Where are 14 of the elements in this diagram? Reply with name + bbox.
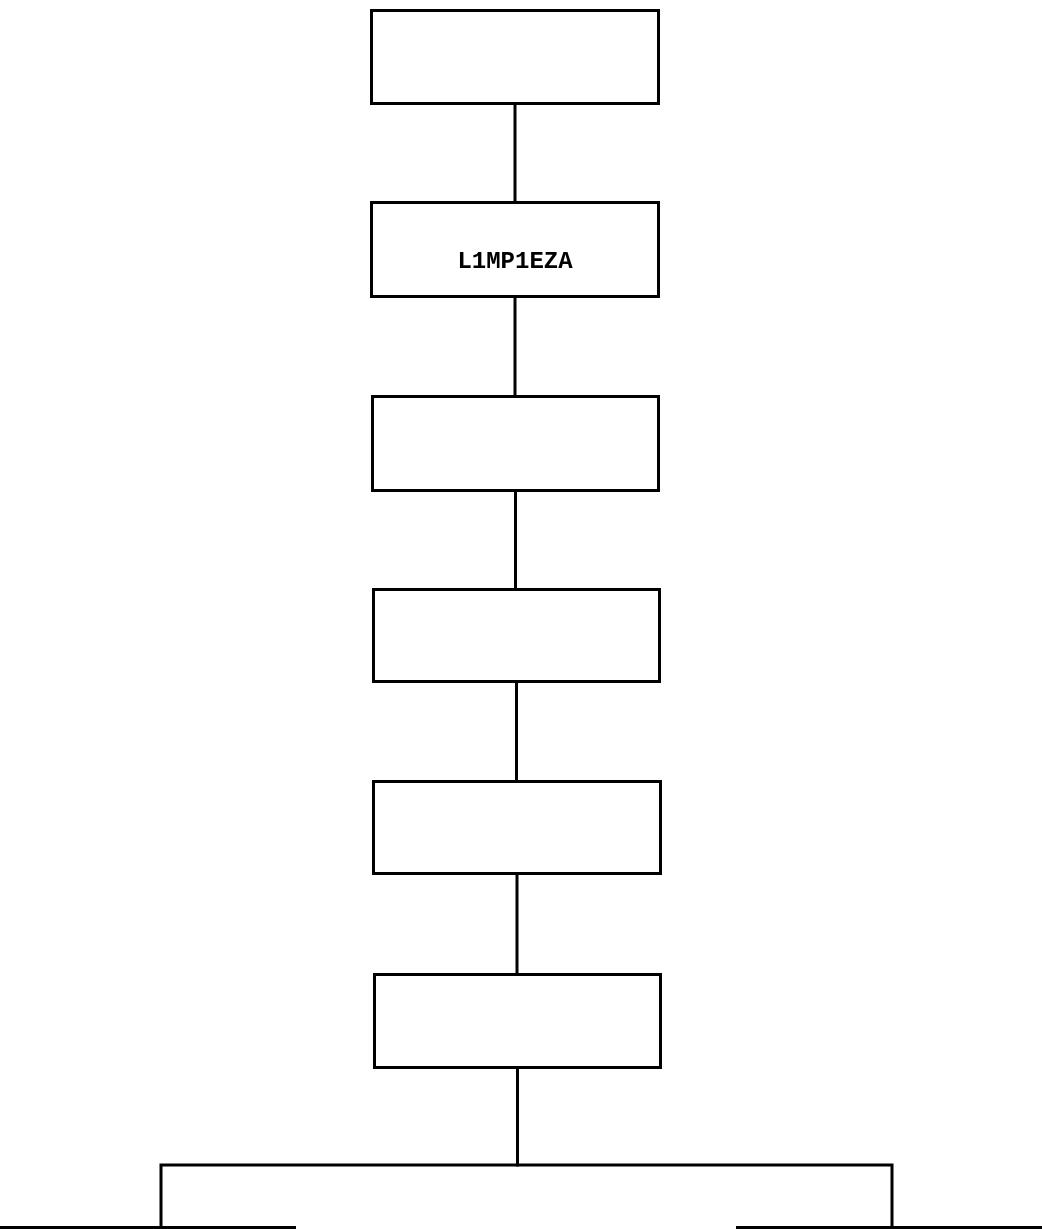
process-box [372, 588, 661, 683]
connector-line [515, 683, 518, 780]
connector-line [514, 492, 517, 588]
connector-line [513, 105, 517, 201]
process-box [371, 395, 660, 492]
process-box [373, 973, 662, 1069]
process-box [370, 201, 660, 298]
process-box [372, 780, 662, 875]
process-box [736, 1226, 1042, 1229]
process-box [370, 9, 660, 105]
connector-line [515, 875, 519, 973]
connector-line [513, 298, 517, 395]
process-box [0, 1226, 296, 1229]
box-label: L1MP1EZA [457, 246, 573, 277]
